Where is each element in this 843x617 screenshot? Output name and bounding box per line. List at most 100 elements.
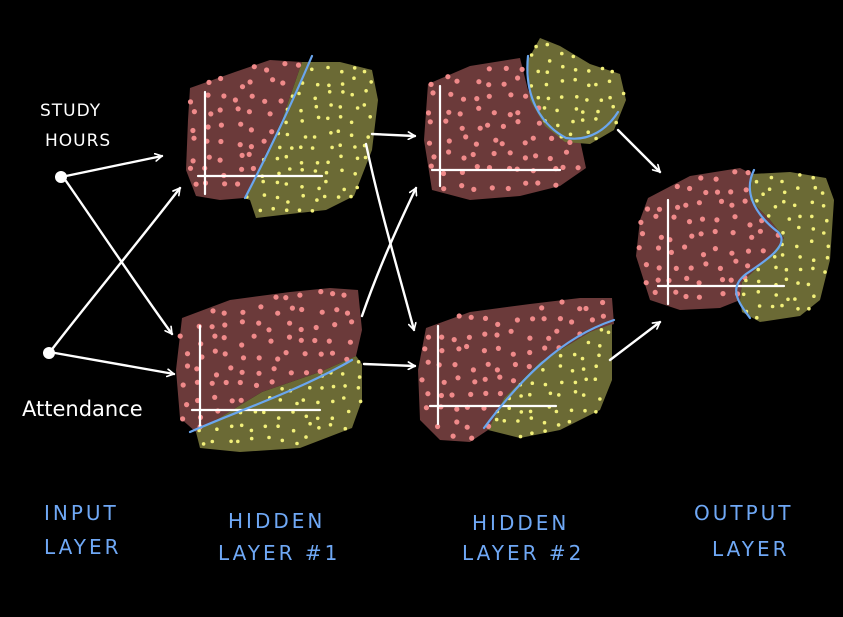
scatter-dot bbox=[271, 206, 276, 211]
scatter-dot bbox=[330, 145, 334, 150]
scatter-dot bbox=[283, 295, 289, 301]
output-boundary bbox=[735, 168, 783, 320]
scatter-dot bbox=[295, 62, 302, 68]
scatter-dot bbox=[813, 185, 818, 190]
scatter-dot bbox=[190, 127, 196, 134]
scatter-dot bbox=[522, 140, 528, 146]
scatter-dot bbox=[334, 307, 340, 313]
scatter-dot bbox=[508, 328, 514, 334]
scatter-dot bbox=[213, 372, 220, 378]
scatter-dot bbox=[557, 316, 564, 322]
scatter-dot bbox=[820, 191, 825, 195]
scatter-dot bbox=[338, 105, 343, 109]
scatter-dot bbox=[580, 356, 585, 361]
scatter-dot bbox=[530, 135, 536, 141]
scatter-dot bbox=[205, 92, 211, 98]
scatter-dot bbox=[491, 110, 497, 116]
scatter-dot bbox=[270, 77, 276, 83]
scatter-dot bbox=[546, 335, 552, 341]
scatter-dot bbox=[743, 187, 749, 193]
scatter-dot bbox=[218, 122, 224, 128]
scatter-dot bbox=[614, 120, 618, 125]
scatter-dot bbox=[594, 117, 598, 121]
scatter-dot bbox=[585, 98, 589, 102]
scatter-dot bbox=[545, 70, 550, 74]
output-layer-label-line1: OUTPUT bbox=[694, 501, 794, 525]
scatter-dot bbox=[485, 361, 491, 367]
scatter-dot bbox=[349, 194, 353, 199]
scatter-dot bbox=[262, 410, 266, 415]
scatter-dot bbox=[573, 390, 578, 394]
scatter-dot bbox=[581, 110, 585, 114]
scatter-dot bbox=[342, 187, 347, 192]
study-hours-node bbox=[55, 171, 67, 183]
scatter-dot bbox=[503, 65, 509, 71]
scatter-dot bbox=[238, 397, 244, 403]
scatter-dot bbox=[545, 42, 550, 47]
scatter-dot bbox=[445, 74, 451, 80]
scatter-dot bbox=[608, 95, 612, 100]
scatter-dot bbox=[522, 155, 529, 161]
scatter-dot bbox=[239, 84, 246, 90]
scatter-dot bbox=[339, 154, 343, 159]
scatter-dot bbox=[299, 161, 304, 165]
scatter-dot bbox=[338, 115, 343, 119]
scatter-dot bbox=[698, 231, 704, 237]
scatter-dot bbox=[291, 428, 296, 433]
scatter-dot bbox=[755, 199, 759, 203]
scatter-dot bbox=[331, 399, 335, 404]
scatter-dot bbox=[187, 99, 194, 105]
scatter-dot bbox=[516, 419, 520, 423]
scatter-dot bbox=[714, 217, 720, 223]
scatter-dot bbox=[256, 355, 262, 361]
scatter-dot bbox=[278, 98, 284, 104]
scatter-dot bbox=[563, 149, 570, 155]
scatter-dot bbox=[239, 166, 245, 172]
scatter-dot bbox=[217, 157, 223, 163]
scatter-dot bbox=[300, 119, 305, 123]
scatter-dot bbox=[205, 124, 211, 130]
scatter-dot bbox=[481, 348, 487, 354]
scatter-dot bbox=[515, 119, 521, 125]
scatter-dot bbox=[239, 369, 245, 375]
scatter-dot bbox=[477, 125, 483, 131]
scatter-dot bbox=[301, 193, 306, 198]
scatter-dot bbox=[507, 150, 513, 156]
scatter-dot bbox=[683, 202, 689, 208]
scatter-dot bbox=[594, 136, 598, 141]
scatter-dot bbox=[482, 331, 488, 337]
scatter-dot bbox=[368, 115, 373, 119]
scatter-dot bbox=[756, 267, 760, 272]
scatter-dot bbox=[515, 75, 521, 81]
scatter-dot bbox=[350, 92, 355, 97]
scatter-dot bbox=[266, 327, 272, 333]
scatter-dot bbox=[456, 313, 462, 319]
scatter-dot bbox=[774, 265, 778, 270]
scatter-dot bbox=[262, 193, 267, 197]
scatter-dot bbox=[586, 340, 591, 345]
scatter-dot bbox=[483, 390, 489, 396]
scatter-dot bbox=[493, 137, 499, 143]
scatter-dot bbox=[489, 185, 495, 191]
scatter-dot bbox=[290, 146, 294, 150]
scatter-dot bbox=[460, 96, 467, 102]
scatter-dot bbox=[251, 333, 257, 339]
scatter-dot bbox=[598, 344, 602, 348]
scatter-dot bbox=[298, 326, 304, 333]
scatter-dot bbox=[482, 315, 489, 321]
scatter-dot bbox=[425, 334, 432, 340]
scatter-dot bbox=[256, 370, 262, 376]
scatter-dot bbox=[606, 330, 611, 335]
scatter-dot bbox=[796, 186, 800, 190]
scatter-dot bbox=[543, 429, 547, 433]
scatter-dot bbox=[747, 222, 753, 228]
scatter-dot bbox=[519, 66, 525, 72]
scatter-dot bbox=[470, 367, 476, 373]
scatter-dot bbox=[822, 231, 826, 235]
scatter-dot bbox=[287, 320, 293, 326]
scatter-dot bbox=[756, 290, 761, 294]
scatter-dot bbox=[364, 89, 368, 93]
scatter-dot bbox=[673, 265, 679, 271]
scatter-dot bbox=[807, 306, 811, 311]
